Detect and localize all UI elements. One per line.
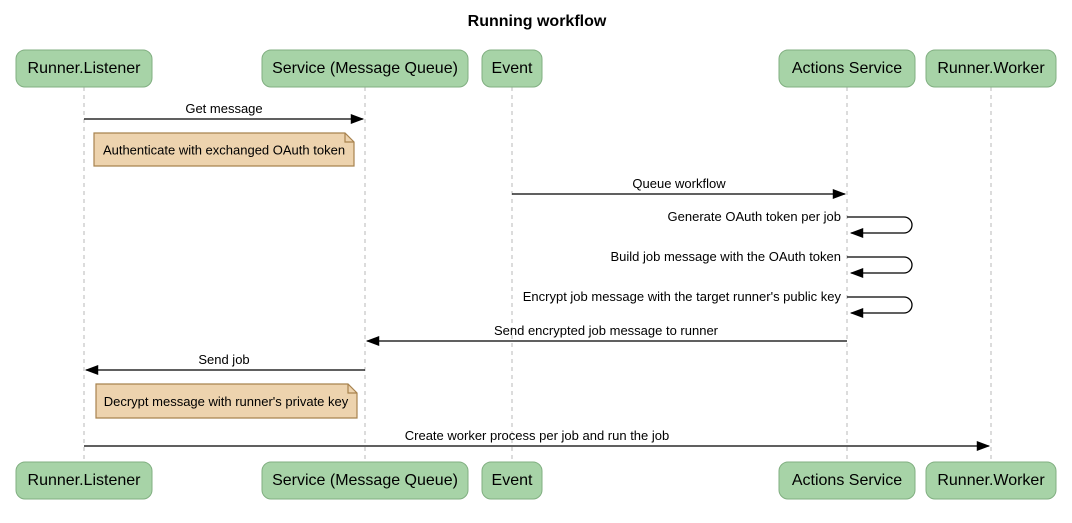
participant-top-actions-service: Actions Service [778,49,916,88]
message-queue-workflow: Queue workflow [512,176,847,199]
participant-top-event: Event [481,49,543,88]
message-create-worker-process: Create worker process per job and run th… [84,428,991,451]
self-message-generate-oauth-token: Generate OAuth token per job [668,209,913,238]
self-message-build-job-message: Build job message with the OAuth token [610,249,913,278]
participant-label: Runner.Listener [28,60,142,77]
self-message-encrypt-job-message: Encrypt job message with the target runn… [523,289,913,318]
diagram-title: Running workflow [468,13,607,30]
message-label: Queue workflow [632,176,726,191]
self-message-arrow [847,216,913,238]
participant-top-runner-worker: Runner.Worker [925,49,1057,88]
participant-label: Runner.Worker [937,60,1045,77]
participant-top-service-message-queue: Service (Message Queue) [261,49,469,88]
message-label: Send encrypted job message to runner [494,323,719,338]
message-label: Send job [198,352,249,367]
participant-label: Runner.Worker [937,472,1045,489]
participant-label: Event [492,60,533,77]
self-message-arrow [847,296,913,318]
participant-label: Service (Message Queue) [272,60,458,77]
participant-bottom-service-message-queue: Service (Message Queue) [261,461,469,500]
participant-label: Actions Service [792,60,902,77]
participant-label: Service (Message Queue) [272,472,458,489]
note-authenticate: Authenticate with exchanged OAuth token [93,132,355,167]
participant-label: Runner.Listener [28,472,142,489]
participant-bottom-runner-listener: Runner.Listener [15,461,153,500]
message-label: Generate OAuth token per job [668,209,841,224]
message-get-message: Get message [84,101,365,124]
participant-label: Event [492,472,533,489]
message-label: Encrypt job message with the target runn… [523,289,842,304]
message-label: Build job message with the OAuth token [610,249,841,264]
self-message-arrow [847,256,913,278]
participant-bottom-runner-worker: Runner.Worker [925,461,1057,500]
participant-bottom-event: Event [481,461,543,500]
note-label: Authenticate with exchanged OAuth token [103,143,345,158]
participant-label: Actions Service [792,472,902,489]
note-decrypt: Decrypt message with runner's private ke… [95,383,358,419]
note-label: Decrypt message with runner's private ke… [104,394,349,409]
message-label: Create worker process per job and run th… [405,428,669,443]
message-send-job: Send job [84,352,365,375]
message-label: Get message [185,101,262,116]
message-send-encrypted-job: Send encrypted job message to runner [365,323,847,346]
participant-bottom-actions-service: Actions Service [778,461,916,500]
participant-top-runner-listener: Runner.Listener [15,49,153,88]
